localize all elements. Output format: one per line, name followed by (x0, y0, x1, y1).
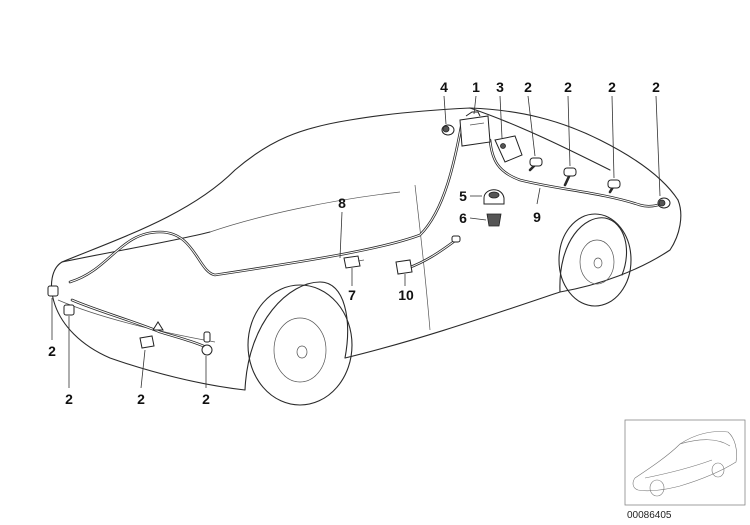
sensor-2-front-b (63, 304, 75, 316)
callout-1: 1 (472, 79, 480, 95)
callout-10: 10 (398, 287, 414, 303)
sensor-2-front-d (201, 331, 213, 356)
callout-2-e: 2 (48, 343, 56, 359)
callout-5: 5 (459, 188, 467, 204)
bracket-3 (494, 135, 523, 163)
callout-8: 8 (338, 195, 346, 211)
sensor-2-front-a (47, 285, 59, 297)
sensor-4 (441, 124, 455, 136)
sensor-cable-10 (406, 238, 458, 270)
wiring-harness-8 (68, 120, 464, 284)
sensor-10 (395, 235, 461, 275)
callout-2-g: 2 (137, 391, 145, 407)
callout-2-c: 2 (608, 79, 616, 95)
car-body-outline (50, 107, 682, 406)
sensor-5 (483, 189, 505, 205)
callout-3: 3 (496, 79, 504, 95)
bumper-clip (152, 321, 164, 331)
thumbnail-car-icon (632, 431, 737, 497)
thumbnail-inset: 00086405 (624, 419, 746, 521)
callout-2-f: 2 (65, 391, 73, 407)
sensor-2-roof-c (607, 179, 621, 189)
sensor-6 (486, 213, 502, 227)
callout-9: 9 (533, 209, 541, 225)
control-unit-1 (459, 111, 491, 147)
sensor-2-rear (657, 197, 671, 209)
callout-2-h: 2 (202, 391, 210, 407)
sensor-7 (343, 255, 365, 269)
sensor-2-front-c (139, 335, 155, 349)
callout-labels: 4 1 3 2 2 2 2 5 6 9 8 7 10 2 2 2 2 (48, 79, 660, 407)
callout-2-b: 2 (564, 79, 572, 95)
callout-2-a: 2 (524, 79, 532, 95)
callout-2-d: 2 (652, 79, 660, 95)
sensor-2-roof-a (529, 157, 543, 167)
callout-6: 6 (459, 210, 467, 226)
callout-4: 4 (440, 79, 448, 95)
reference-number: 00086405 (627, 510, 672, 521)
callout-7: 7 (348, 287, 356, 303)
leader-lines (51, 95, 661, 389)
sensor-2-roof-b (563, 167, 577, 177)
front-bumper-harness (70, 298, 210, 350)
